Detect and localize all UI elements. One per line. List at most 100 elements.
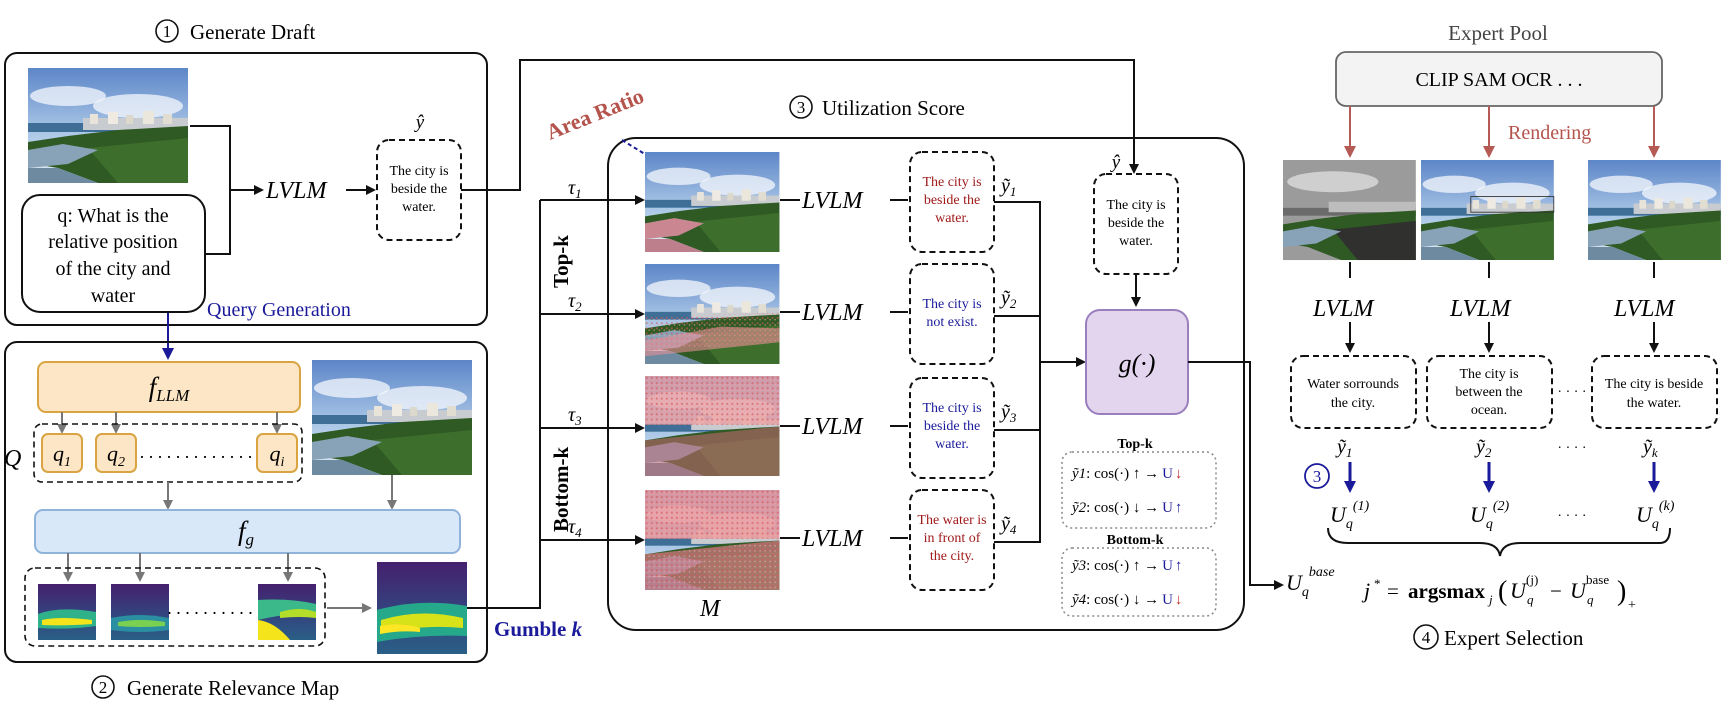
query-q1	[41, 433, 83, 473]
svg-text:qi: qi	[270, 441, 285, 470]
top-k-label: Top-k	[549, 235, 573, 288]
svg-text:base: base	[1586, 572, 1609, 587]
svg-text:· · · ·: · · · ·	[1557, 385, 1586, 400]
expert-answer-1: Water sorrounds the city.	[1290, 355, 1417, 429]
svg-text:q: q	[1527, 592, 1534, 607]
svg-text:1: 1	[163, 22, 172, 41]
svg-text:3: 3	[797, 98, 806, 117]
svg-text:Top-k: Top-k	[1117, 437, 1153, 452]
svg-text:Water sorrounds: Water sorrounds	[1307, 377, 1399, 392]
lvlm-expert-3: LVLM	[1613, 296, 1676, 322]
panel2-image	[312, 360, 472, 475]
svg-text:q2: q2	[107, 441, 125, 470]
ytilde-2: ỹ2	[999, 287, 1017, 311]
svg-text:+: +	[1628, 598, 1636, 613]
tau-4: τ4	[568, 516, 582, 540]
step-number-3-expert: 3	[1304, 463, 1330, 489]
svg-text:−: −	[1550, 579, 1562, 603]
lvlm-row-4: LVLM	[780, 526, 908, 552]
area-ratio-label: Area Ratio	[543, 83, 648, 145]
svg-text:argsmax: argsmax	[1408, 579, 1485, 603]
svg-text:LVLM: LVLM	[801, 526, 864, 552]
svg-text:j: j	[1487, 592, 1493, 607]
bottom-k-label: Bottom-k	[549, 447, 573, 532]
expert-answer-3: The city is beside the water.	[1591, 355, 1718, 429]
svg-text:2: 2	[99, 678, 108, 697]
svg-text:The city is: The city is	[922, 297, 981, 312]
expert-list: CLIP SAM OCR . . .	[1415, 69, 1582, 91]
svg-text:the water.: the water.	[1627, 396, 1681, 411]
svg-text:U: U	[1510, 578, 1528, 603]
svg-text:U: U	[1570, 578, 1588, 603]
panel-generate-draft: 1 Generate Draft q: What is the relative…	[4, 19, 1139, 360]
step-number-4: 4	[1413, 624, 1439, 650]
legend-row-2: ỹ2: cos(·) ↓ →U↑	[1070, 500, 1182, 516]
f-llm-label: fLLM	[149, 372, 190, 405]
expert-ytilde-1: ỹ1	[1335, 436, 1352, 460]
expert-answer-2: The city is between the ocean.	[1426, 355, 1553, 429]
masked-image-3	[645, 376, 780, 477]
g-function-label: g(·)	[1119, 349, 1156, 378]
svg-text:The city is: The city is	[389, 164, 448, 179]
svg-text:): )	[1617, 576, 1626, 607]
selection-formula: j * = argsmax j ( U q (j) − U q base ) +	[1361, 572, 1636, 613]
svg-text:3: 3	[1313, 467, 1322, 486]
svg-text:in front of: in front of	[924, 531, 981, 546]
query-generation-label: Query Generation	[207, 299, 351, 321]
svg-text:beside the: beside the	[924, 419, 980, 434]
legend-row-3: ỹ3: cos(·) ↑ →U↑	[1070, 558, 1182, 574]
svg-text:4: 4	[1422, 628, 1431, 647]
svg-text:The city is: The city is	[1459, 367, 1518, 382]
svg-text:*: *	[1374, 576, 1381, 591]
query-line-1: q: What is the	[57, 205, 168, 227]
lvlm-label-1: LVLM	[265, 178, 328, 204]
step-number-2: 2	[91, 675, 115, 699]
svg-text:The city is: The city is	[1106, 198, 1165, 213]
relevance-map-i	[258, 584, 316, 640]
expert-ytilde-2: ỹ2	[1474, 436, 1492, 460]
Q-label: Q	[4, 446, 21, 472]
rendered-image-2	[1421, 160, 1555, 261]
masked-image-4	[645, 490, 780, 591]
yhat-label: ŷ	[1110, 152, 1121, 173]
f-g-label: fg	[238, 516, 254, 549]
query-line-4: water	[91, 285, 136, 307]
M-label: M	[699, 596, 722, 622]
svg-text:q: q	[1587, 592, 1594, 607]
topk-legend: Top-k ỹ1: cos(·) ↑ →U↓ ỹ2: cos(·) ↓ →U↑	[1061, 437, 1217, 529]
draft-yhat: ŷ	[414, 112, 425, 133]
relevance-map-aggregate	[377, 562, 467, 654]
svg-text:. . . . . . . . . .: . . . . . . . . . .	[167, 598, 253, 618]
relevance-map-2	[111, 584, 169, 640]
query-q2	[95, 433, 137, 473]
bottomk-legend: Bottom-k ỹ3: cos(·) ↑ →U↑ ỹ4: cos(·) ↓ →…	[1061, 533, 1217, 617]
svg-text:between the: between the	[1455, 385, 1522, 400]
tau-2: τ2	[568, 290, 582, 314]
masked-image-1	[645, 152, 780, 253]
svg-text:water.: water.	[935, 437, 969, 452]
f-g-box	[34, 509, 461, 554]
lvlm-row-3: LVLM	[780, 414, 908, 440]
query-line-2: relative position	[48, 231, 177, 253]
legend-row-4: ỹ4: cos(·) ↓ →U↓	[1070, 592, 1182, 608]
svg-text:ocean.: ocean.	[1471, 403, 1507, 418]
lvlm-expert-2: LVLM	[1449, 296, 1512, 322]
expert-ytilde-k: ỹk	[1641, 436, 1658, 460]
panel4-title: Expert Selection	[1444, 626, 1584, 650]
svg-text:LVLM: LVLM	[801, 414, 864, 440]
svg-text:beside the: beside the	[1108, 216, 1164, 231]
svg-text:water.: water.	[1119, 234, 1153, 249]
panel1-title: Generate Draft	[190, 20, 315, 44]
tau-3: τ3	[568, 404, 582, 428]
rendered-image-3	[1588, 160, 1721, 261]
output-box-2: The city is not exist.	[909, 263, 995, 365]
svg-text:LVLM: LVLM	[801, 300, 864, 326]
rendering-label: Rendering	[1508, 122, 1591, 144]
output-box-3: The city is beside the water.	[909, 377, 995, 479]
svg-text:j: j	[1361, 578, 1370, 603]
utility-2: Uq(2)	[1470, 499, 1510, 532]
step-number-1: 1	[155, 19, 179, 43]
draft-answer-box	[376, 139, 462, 241]
